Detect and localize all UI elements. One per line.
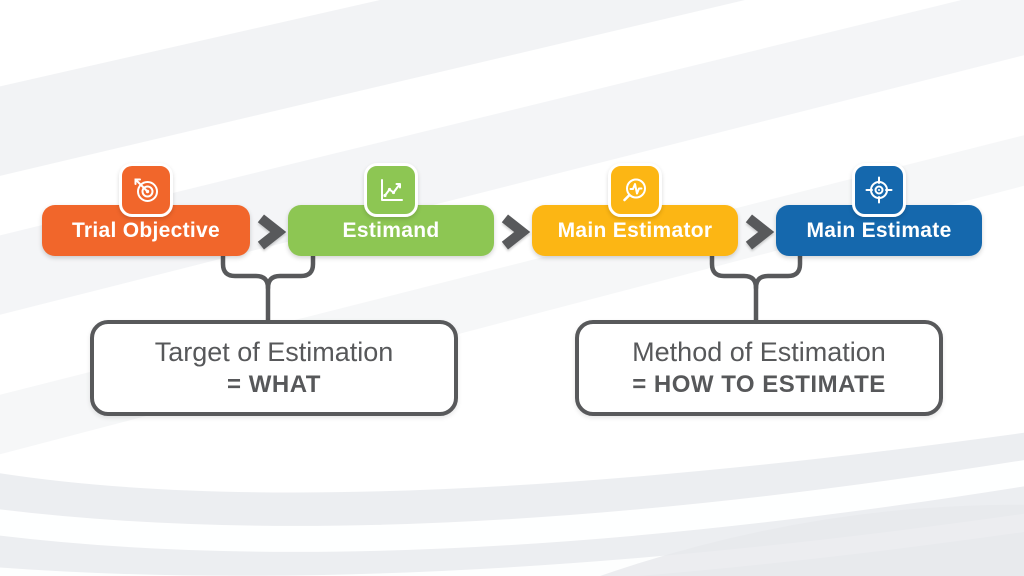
magnifier-pulse-icon xyxy=(608,163,662,217)
crosshair-target-glyph xyxy=(865,176,893,204)
step-label: Estimand xyxy=(342,218,440,242)
note-method-of-estimation: Method of Estimation = HOW TO ESTIMATE xyxy=(575,320,943,416)
chevron-right-icon xyxy=(257,214,287,250)
note-line2: = HOW TO ESTIMATE xyxy=(632,370,886,398)
note-line1: Target of Estimation xyxy=(154,337,394,368)
step-label: Main Estimator xyxy=(557,218,713,242)
target-dart-icon xyxy=(119,163,173,217)
trend-chart-glyph xyxy=(381,179,403,201)
note-line1: Method of Estimation xyxy=(632,337,886,368)
step-trial-objective: Trial Objective xyxy=(42,205,250,256)
note-target-of-estimation: Target of Estimation = WHAT xyxy=(90,320,458,416)
crosshair-target-icon xyxy=(852,163,906,217)
note-line2: = WHAT xyxy=(227,370,321,398)
right-bracket xyxy=(709,251,803,325)
chevron-right-icon xyxy=(745,214,775,250)
step-label: Main Estimate xyxy=(806,218,952,242)
trend-chart-icon xyxy=(364,163,418,217)
target-dart-glyph xyxy=(134,178,158,202)
chevron-right-icon xyxy=(501,214,531,250)
magnifier-pulse-glyph xyxy=(623,178,646,202)
left-bracket xyxy=(220,251,316,325)
step-label: Trial Objective xyxy=(71,218,221,242)
